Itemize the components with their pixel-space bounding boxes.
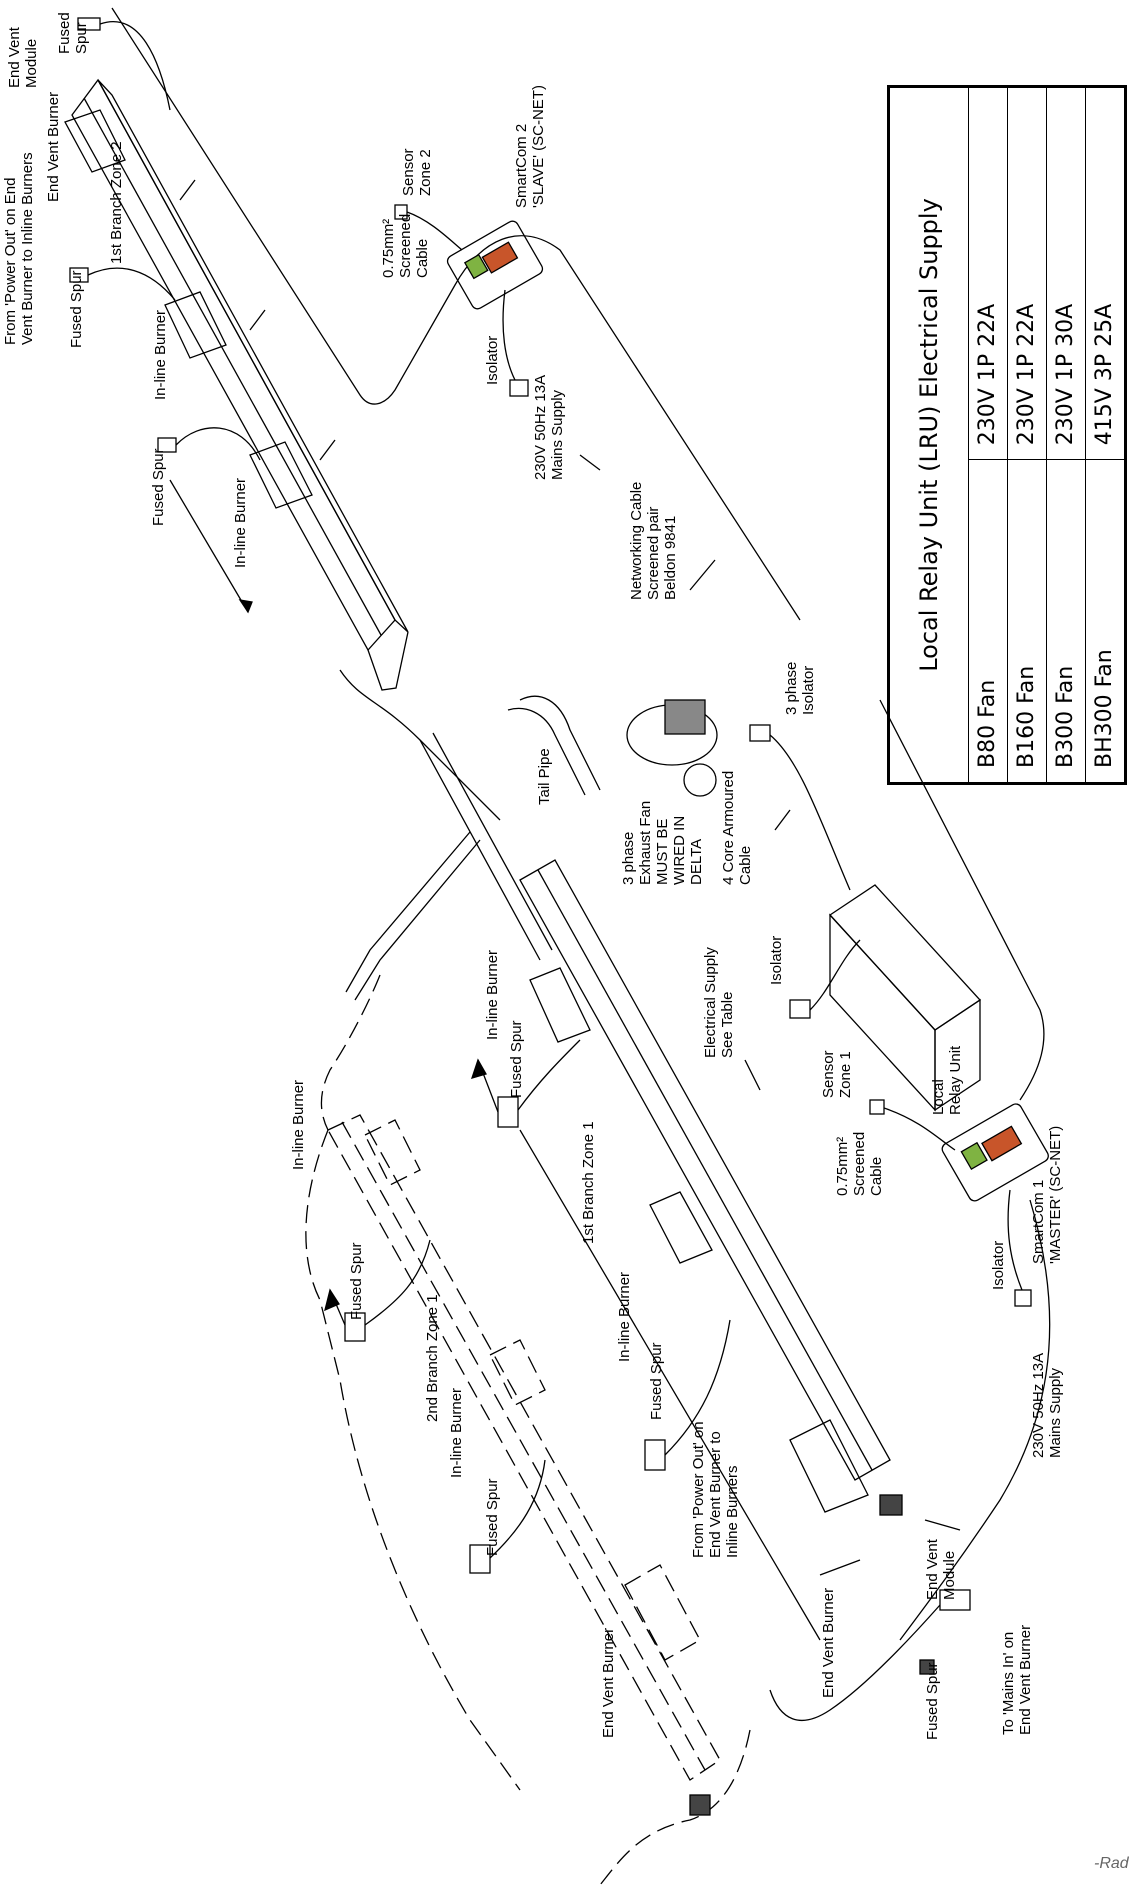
label-tail-pipe: Tail Pipe: [536, 748, 553, 805]
isolator2-box: [509, 379, 529, 397]
label-smartcom2: SmartCom 2'SLAVE' (SC-NET): [513, 85, 547, 208]
table-cell-supply: 230V 1P 22A: [968, 86, 1008, 460]
table-cell-fan: B160 Fan: [1007, 459, 1047, 784]
label-fused-spur-8: Fused Spur: [484, 1478, 501, 1556]
lower-fused-spurs: [470, 1039, 971, 1721]
label-branch-zone1: 1st Branch Zone 1: [580, 1121, 597, 1244]
smartcom1-group: [869, 699, 1051, 1641]
label-inline-burner-f: In-line Burner: [448, 1387, 465, 1478]
tail-pipe: [345, 695, 601, 1001]
three-phase-isolator-box: [749, 724, 771, 742]
fused-spur-box-5: [644, 1439, 666, 1471]
label-inline-burner-c: In-line Burner: [484, 949, 501, 1040]
fused-spur-box-7: [344, 1312, 366, 1342]
end-vent-burner-box-mid: [789, 1419, 869, 1513]
isolator-lru-box: [789, 999, 811, 1019]
lru-electrical-supply-table: Local Relay Unit (LRU) Electrical Supply…: [887, 85, 1127, 785]
label-fused-spur-7: Fused Spur: [348, 1242, 365, 1320]
label-inline-burner-a: In-line Burner: [152, 309, 169, 400]
label-inline-burner-d: In-line Burner: [616, 1271, 633, 1362]
end-vent-burner-box-top: [64, 109, 126, 173]
smartcom2-unit: [446, 220, 544, 310]
label-branch2-zone1: 2nd Branch Zone 1: [424, 1294, 441, 1422]
label-isolator-2: Isolator: [484, 335, 501, 385]
table-cell-fan: B80 Fan: [968, 459, 1008, 784]
sensor-zone1-box: [869, 1099, 885, 1115]
fused-spur-box-4: [497, 1096, 519, 1128]
inline-burner-box-c: [529, 967, 591, 1043]
end-vent-module-mid: [879, 1494, 903, 1516]
fused-spur-box-8: [469, 1544, 491, 1574]
exhaust-fan: [626, 699, 718, 797]
table-cell-supply: 230V 1P 30A: [1046, 86, 1086, 460]
label-end-vent-burner-mid: End Vent Burner: [820, 1587, 837, 1698]
label-isolator-lru: Isolator: [768, 935, 785, 985]
dashed-spurs: [324, 1239, 935, 1816]
label-smartcom1: SmartCom 1'MASTER' (SC-NET): [1030, 1125, 1064, 1264]
label-fused-spur-6: Fused Spur: [924, 1662, 941, 1740]
leader-lines: [579, 454, 961, 1576]
label-inline-burner-b: In-line Burner: [232, 477, 249, 568]
label-fused-spur-5: Fused Spur: [648, 1342, 665, 1420]
table-cell-fan: BH300 Fan: [1085, 459, 1126, 784]
label-branch-zone2: 1st Branch Zone 2: [108, 141, 125, 264]
table-title: Local Relay Unit (LRU) Electrical Supply: [888, 86, 969, 784]
fused-spur-box-6: [939, 1589, 971, 1611]
label-isolator-1: Isolator: [990, 1240, 1007, 1290]
label-fused-spur-4: Fused Spur: [508, 1020, 525, 1098]
lower-main-run: [339, 669, 903, 1516]
label-fused-spur-2: Fused Spur: [68, 270, 85, 348]
dashed-second-branch: [305, 974, 751, 1886]
label-inline-burner-e: In-line Burner: [290, 1079, 307, 1170]
local-relay-unit: [749, 724, 981, 1112]
table-cell-supply: 415V 3P 25A: [1085, 86, 1126, 460]
table-cell-fan: B300 Fan: [1046, 459, 1086, 784]
footer-text: -Rad: [1094, 1855, 1129, 1872]
upper-burner-run: [64, 17, 409, 691]
smartcom2-group: [111, 7, 801, 621]
inline-burner-box-b: [249, 441, 313, 509]
table-cell-supply: 230V 1P 22A: [1007, 86, 1047, 460]
inline-burner-box-d: [649, 1191, 713, 1264]
label-end-vent-burner-low: End Vent Burner: [600, 1627, 617, 1738]
isolator1-box: [1014, 1289, 1032, 1307]
smartcom1-unit: [941, 1103, 1049, 1202]
label-fused-spur-3: Fused Spur: [150, 448, 167, 526]
label-end-vent-burner-top: End Vent Burner: [45, 91, 62, 202]
inline-burner-box-a: [164, 291, 227, 359]
